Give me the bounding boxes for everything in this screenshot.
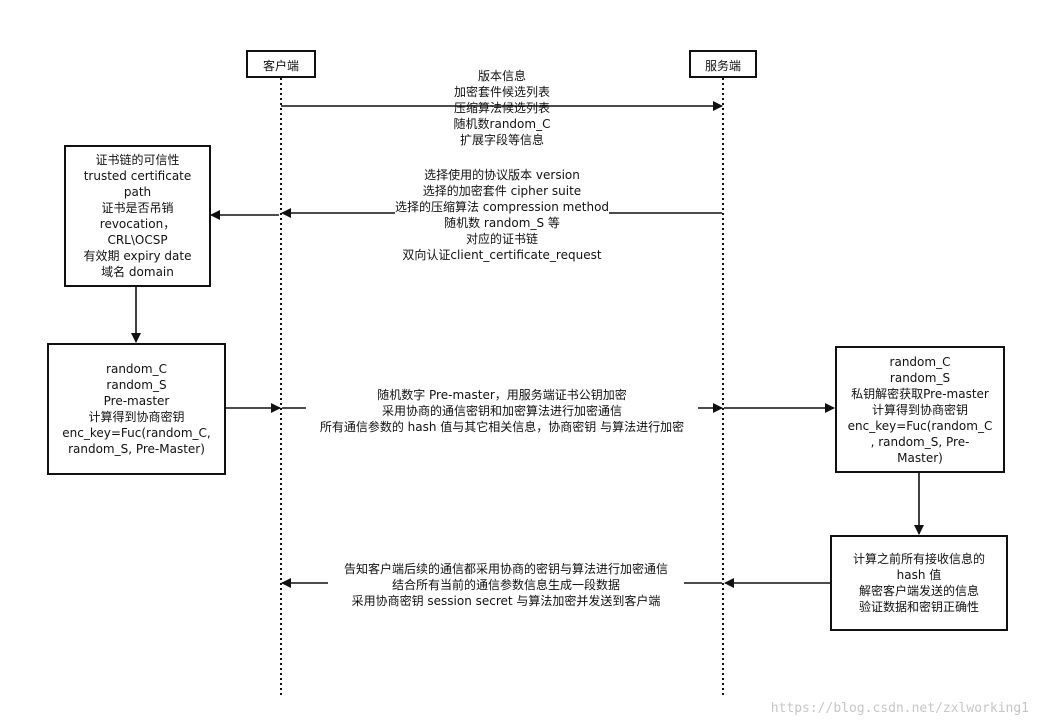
message-line: 随机数字 Pre-master，用服务端证书公钥加密 [377, 388, 627, 402]
box-line: 域名 domain [101, 265, 174, 279]
message-line: 随机数random_C [453, 117, 551, 131]
box-line: 证书是否吊销 [101, 201, 174, 215]
key-exchange-message: 随机数字 Pre-master，用服务端证书公钥加密 采用协商的通信密钥和加密算… [306, 387, 698, 435]
message-line: 随机数 random_S 等 [444, 216, 560, 230]
server-finished-message: 告知客户端后续的通信都采用协商的密钥与算法进行加密通信 结合所有当前的通信参数信… [328, 561, 684, 609]
message-line: 采用协商的通信密钥和加密算法进行加密通信 [381, 404, 622, 418]
message-line: 选择使用的协议版本 version [424, 168, 580, 182]
message-line: 选择的加密套件 cipher suite [422, 184, 582, 198]
box-line: 计算得到协商密钥 [88, 410, 185, 424]
box-line: trusted certificate [83, 169, 192, 183]
box-line: enc_key=Fuc(random_C [847, 418, 993, 433]
message-line: 压缩算法候选列表 [453, 101, 550, 115]
box-line: 有效期 expiry date [83, 249, 192, 263]
box-line: Master) [897, 450, 943, 465]
message-line: 所有通信参数的 hash 值与其它相关信息，协商密钥 与算法进行加密 [319, 420, 685, 434]
box-line: random_S [889, 370, 951, 385]
box-line: random_S, Pre-Master) [68, 442, 205, 456]
message-line: 选择的压缩算法 compression method [394, 199, 610, 215]
message-line: 结合所有当前的通信参数信息生成一段数据 [391, 578, 620, 592]
message-line: 加密套件候选列表 [453, 85, 550, 99]
server-hello-message: 选择使用的协议版本 version 选择的加密套件 cipher suite 选… [382, 167, 622, 263]
box-line: , random_S, Pre- [870, 434, 970, 449]
box-line: 验证数据和密钥正确性 [858, 600, 979, 614]
message-line: 扩展字段等信息 [459, 133, 544, 147]
server-verify-box: 计算之前所有接收信息的 hash 值 解密客户端发送的信息 验证数据和密钥正确性 [830, 535, 1008, 631]
message-line: 双向认证client_certificate_request [402, 248, 602, 262]
box-line: random_S [106, 378, 167, 392]
message-line: 版本信息 [477, 69, 526, 83]
box-line: random_C [889, 354, 951, 369]
client-participant: 客户端 [246, 50, 316, 78]
message-line: 告知客户端后续的通信都采用协商的密钥与算法进行加密通信 [343, 562, 668, 576]
box-line: revocation， [99, 217, 176, 231]
box-line: 计算之前所有接收信息的 [852, 552, 985, 566]
box-line: hash 值 [896, 568, 942, 582]
box-line: random_C [106, 362, 167, 376]
certificate-check-box: 证书链的可信性 trusted certificate path 证书是否吊销 … [64, 145, 211, 287]
box-line: 计算得到协商密钥 [871, 402, 968, 417]
server-compute-box: random_C random_S 私钥解密获取Pre-master 计算得到协… [835, 346, 1005, 473]
box-line: 私钥解密获取Pre-master [851, 386, 989, 401]
box-line: CRL\OCSP [107, 233, 168, 247]
server-label: 服务端 [704, 59, 741, 73]
message-line: 采用协商密钥 session secret 与算法加密并发送到客户端 [351, 594, 661, 608]
client-compute-box: random_C random_S Pre-master 计算得到协商密钥 en… [47, 343, 226, 475]
box-line: path [123, 185, 152, 199]
server-participant: 服务端 [689, 50, 757, 78]
box-line: 证书链的可信性 [95, 153, 180, 167]
box-line: Pre-master [103, 394, 170, 408]
box-line: 解密客户端发送的信息 [858, 584, 979, 598]
client-hello-message: 版本信息 加密套件候选列表 压缩算法候选列表 随机数random_C 扩展字段等… [402, 68, 602, 148]
client-label: 客户端 [262, 59, 299, 73]
message-line: 对应的证书链 [465, 232, 538, 246]
watermark-text: https://blog.csdn.net/zxlworking1 [770, 701, 1029, 716]
box-line: enc_key=Fuc(random_C, [62, 426, 211, 440]
